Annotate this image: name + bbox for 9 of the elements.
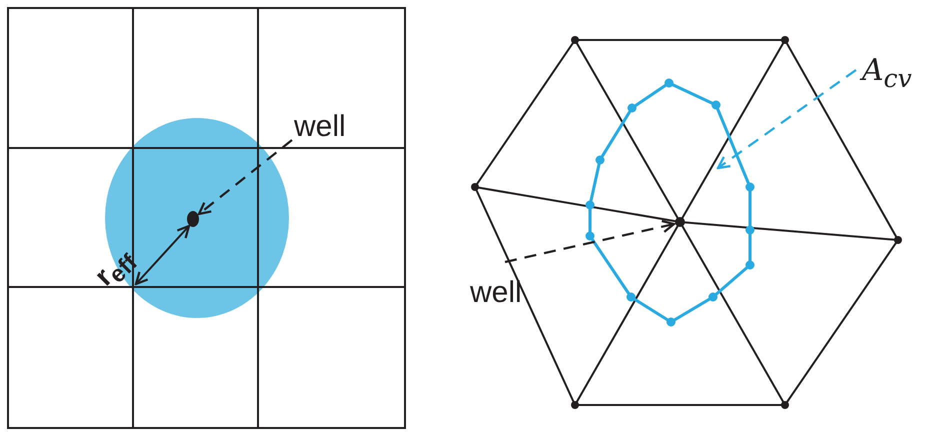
leader-line bbox=[504, 220, 676, 264]
well-label: well bbox=[294, 112, 346, 142]
leader-line bbox=[716, 69, 857, 170]
leader-line bbox=[198, 139, 293, 216]
control-volume-polygon bbox=[586, 78, 754, 326]
well-point bbox=[675, 217, 685, 227]
area-label: A$_{cv}$ bbox=[862, 56, 912, 91]
well-point bbox=[187, 211, 199, 227]
well-label: well bbox=[470, 278, 522, 308]
